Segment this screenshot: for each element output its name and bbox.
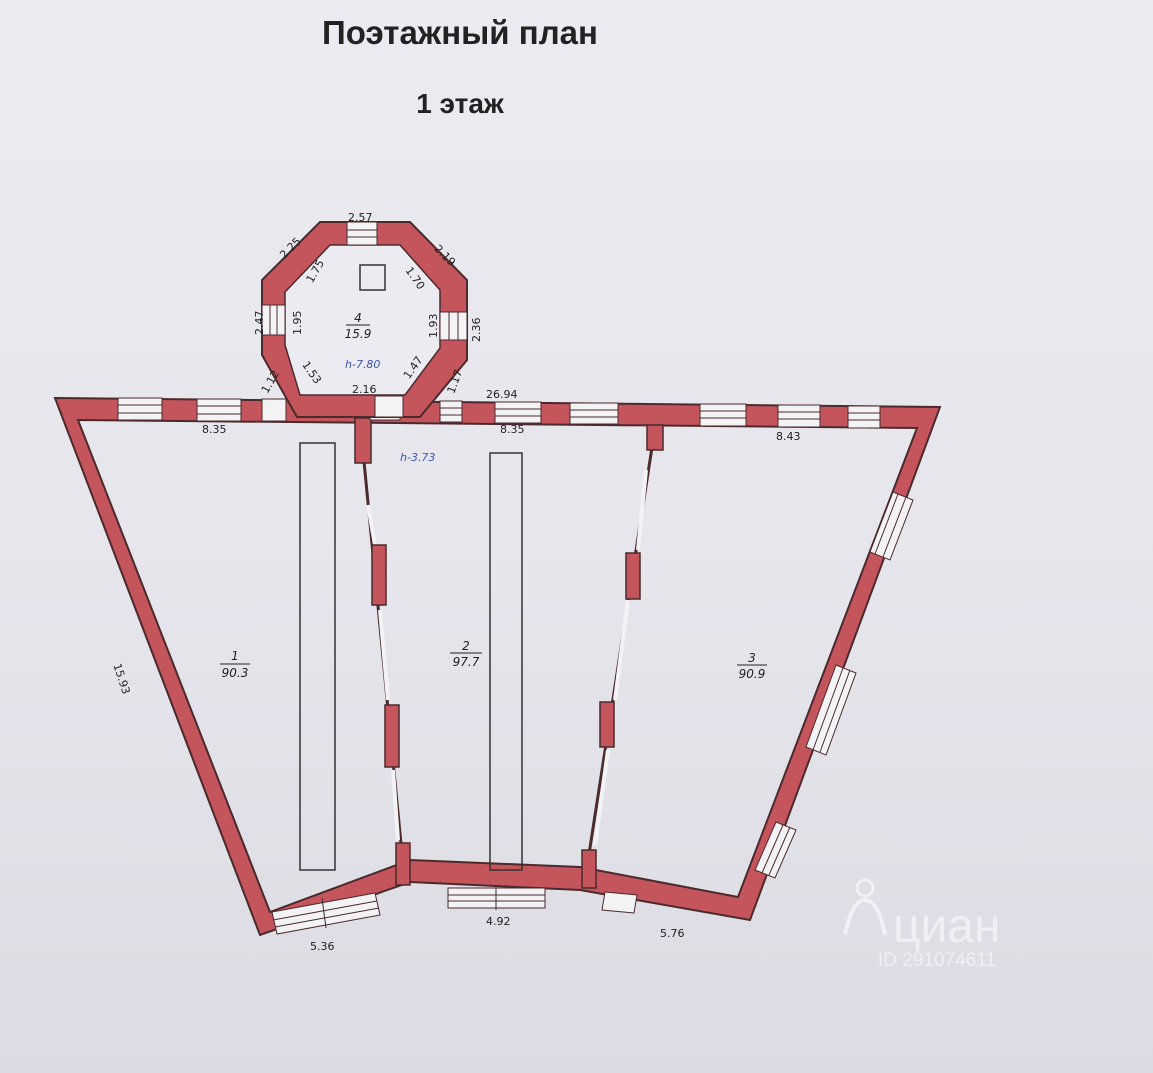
floor-subtitle: 1 этаж bbox=[416, 88, 504, 119]
room-label-3: 3 90.9 bbox=[737, 651, 767, 681]
dim-tower-top: 2.57 bbox=[348, 211, 373, 224]
svg-text:90.9: 90.9 bbox=[739, 667, 766, 681]
dim-overall-length: 26.94 bbox=[486, 388, 518, 401]
tower-hatch bbox=[359, 264, 386, 291]
pier bbox=[581, 849, 597, 889]
height-hall: h-3.73 bbox=[400, 451, 435, 464]
pier bbox=[625, 552, 641, 600]
dim-tower-east-inner: 1.93 bbox=[427, 314, 440, 339]
equipment-rack bbox=[489, 452, 523, 871]
east-windows bbox=[754, 491, 914, 879]
watermark-id: ID 291074611 bbox=[878, 950, 996, 971]
partition-opening bbox=[366, 504, 377, 546]
tower-windows bbox=[261, 221, 468, 418]
svg-text:3: 3 bbox=[748, 651, 756, 665]
watermark-brand: циан bbox=[893, 900, 1001, 953]
dim-room2-north: 8.35 bbox=[500, 423, 525, 436]
equipment-rack bbox=[299, 442, 336, 871]
height-tower: h-7.80 bbox=[345, 358, 380, 371]
svg-text:90.3: 90.3 bbox=[222, 666, 249, 680]
room-label-4: 4 15.9 bbox=[345, 311, 372, 341]
pier bbox=[646, 424, 664, 451]
partition-opening bbox=[636, 469, 648, 551]
pier bbox=[384, 704, 400, 768]
pier bbox=[395, 842, 411, 886]
partition-opening bbox=[593, 749, 610, 846]
svg-text:2: 2 bbox=[462, 639, 470, 653]
svg-text:1: 1 bbox=[231, 649, 239, 663]
plan-title: Поэтажный план bbox=[322, 14, 598, 51]
svg-text:4: 4 bbox=[354, 311, 362, 325]
pier bbox=[599, 701, 615, 748]
pier bbox=[354, 417, 372, 464]
dim-tower-door: 2.16 bbox=[352, 383, 377, 396]
pier bbox=[371, 544, 387, 606]
svg-text:97.7: 97.7 bbox=[453, 655, 480, 669]
dim-tower-west-outer: 2.47 bbox=[253, 311, 266, 336]
dim-room3-south: 5.76 bbox=[660, 927, 685, 940]
partition-opening bbox=[391, 769, 400, 841]
dim-tower-west-inner: 1.95 bbox=[291, 311, 304, 336]
outer-wall bbox=[53, 396, 942, 937]
dim-tower-east-outer: 2.36 bbox=[470, 318, 483, 343]
dim-room3-north: 8.43 bbox=[776, 430, 801, 443]
room-label-1: 1 90.3 bbox=[220, 649, 250, 680]
partition-opening bbox=[378, 609, 390, 701]
dim-room1-south: 5.36 bbox=[310, 940, 335, 953]
dim-room1-north: 8.35 bbox=[202, 423, 227, 436]
watermark: циан ID 291074611 bbox=[843, 878, 1001, 971]
room-label-2: 2 97.7 bbox=[450, 639, 482, 669]
svg-text:15.9: 15.9 bbox=[345, 327, 372, 341]
dimension-ticks bbox=[321, 885, 497, 929]
partition-opening bbox=[613, 599, 630, 701]
dim-west-wall: 15.93 bbox=[110, 662, 132, 696]
dim-room2-south: 4.92 bbox=[486, 915, 511, 928]
